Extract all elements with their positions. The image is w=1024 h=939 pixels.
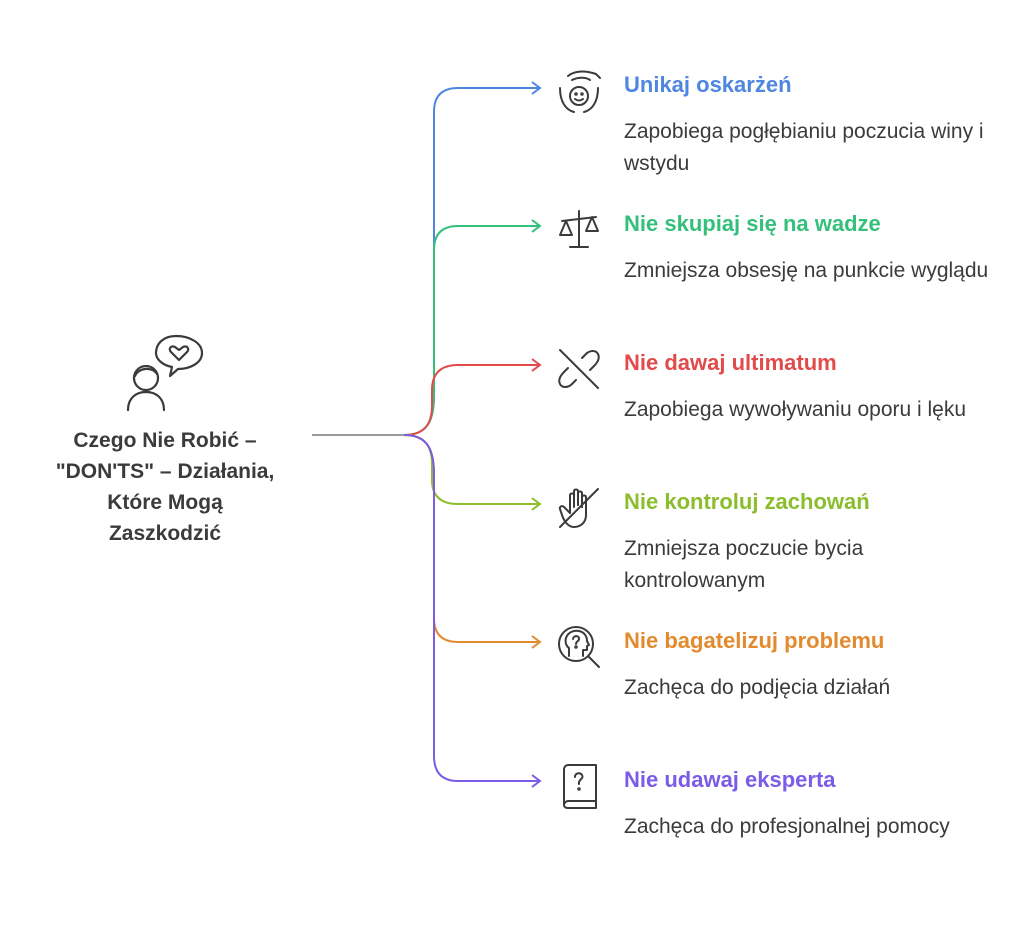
- head-question-search-icon: [556, 624, 602, 670]
- hand-off-icon: [556, 485, 602, 531]
- branch-line-6: [403, 434, 540, 782]
- branch-arrow-1: [531, 81, 542, 95]
- item-description: Zapobiega wywoływaniu oporu i lęku: [624, 398, 967, 421]
- item-description: Zachęca do podjęcia działań: [624, 676, 891, 699]
- branch-line-2: [403, 225, 540, 436]
- branch-arrow-4: [531, 497, 542, 511]
- root-title-line: Czego Nie Robić –: [73, 429, 257, 452]
- item-title: Nie udawaj eksperta: [624, 767, 836, 792]
- item-title: Nie skupiaj się na wadze: [624, 211, 881, 236]
- item-title: Nie bagatelizuj problemu: [624, 628, 885, 653]
- branch-line-5: [403, 434, 540, 643]
- balance-scale-icon: [556, 207, 602, 253]
- branch-line-4: [403, 434, 540, 505]
- branch-line-3: [403, 364, 540, 436]
- broken-link-icon: [556, 346, 602, 392]
- branch-arrow-5: [531, 635, 542, 649]
- item-title: Unikaj oskarżeń: [624, 72, 792, 97]
- item-description: Zachęca do profesjonalnej pomocy: [624, 815, 950, 838]
- branch-line-1: [403, 87, 540, 436]
- item-title: Nie dawaj ultimatum: [624, 350, 837, 375]
- item-description: Zmniejsza obsesję na punkcie wyglądu: [624, 259, 989, 282]
- item-description: Zapobiega pogłębianiu poczucia winy i ws…: [624, 120, 984, 175]
- branch-arrow-2: [531, 219, 542, 233]
- root-title-line: "DON'TS" – Działania,: [55, 460, 275, 483]
- branch-arrow-3: [531, 358, 542, 372]
- root-title-line: Zaszkodzić: [108, 522, 222, 545]
- item-title: Nie kontroluj zachowań: [624, 489, 870, 514]
- caring-hand-child-icon: [556, 68, 602, 114]
- root-title: Czego Nie Robić – "DON'TS" – Działania, …: [30, 425, 300, 549]
- question-book-icon: [556, 763, 602, 809]
- branch-arrow-6: [531, 774, 542, 788]
- item-description: Zmniejsza poczucie bycia kontrolowanym: [624, 537, 864, 592]
- person-speech-heart-icon: [118, 332, 208, 414]
- root-title-line: Które Mogą: [107, 491, 223, 514]
